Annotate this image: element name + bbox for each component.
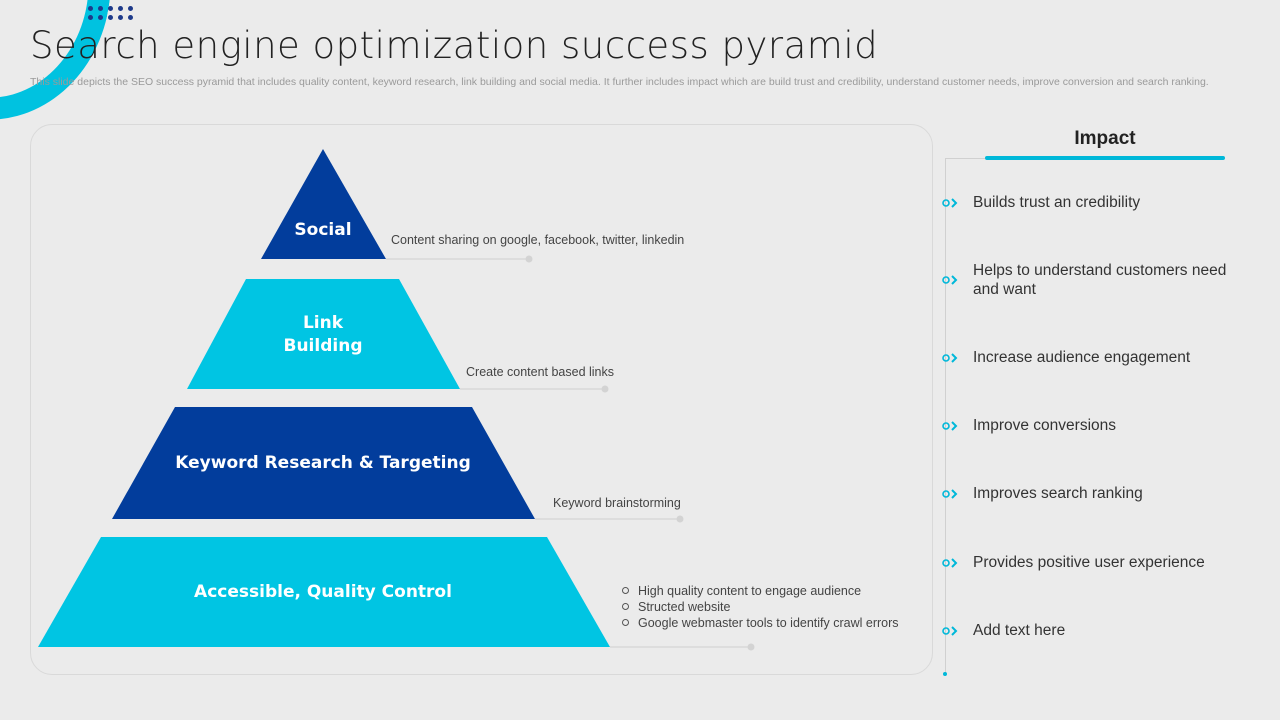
impact-item-label: Helps to understand customers need and w… [973,262,1227,298]
connector-quality-dot [747,643,755,651]
impact-item: Add text here [942,621,1262,640]
connector-social-dot [525,255,533,263]
connector-link-dot [601,385,609,393]
chevron-right-icon [942,419,960,433]
impact-item-label: Builds trust an credibility [973,194,1141,211]
tier-keyword-label: Keyword Research & Targeting [175,453,471,473]
impact-item: Improves search ranking [942,484,1262,503]
impact-item: Increase audience engagement [942,348,1262,367]
slide-title: Search engine optimization success pyram… [30,24,879,67]
tier-link-building-shape [187,279,460,389]
chevron-right-icon [942,196,960,210]
impact-item-label: Provides positive user experience [973,554,1205,571]
impact-item: Builds trust an credibility [942,193,1262,212]
tier-quality-bullets: High quality content to engage audience … [620,583,899,631]
pyramid-panel [30,124,933,675]
tier-social-shape [261,149,386,259]
tier-keyword-shape [112,407,535,519]
tier-social-description: Content sharing on google, facebook, twi… [391,233,685,247]
impact-item: Helps to understand customers need and w… [942,261,1262,299]
impact-item: Improve conversions [942,416,1262,435]
chevron-right-icon [942,273,960,287]
chevron-right-icon [942,487,960,501]
tier-social-label: Social [294,220,352,240]
list-item: Structed website [620,599,899,615]
chevron-right-icon [942,624,960,638]
impact-item-label: Improve conversions [973,417,1117,434]
tier-link-building-description: Create content based links [466,365,615,379]
tier-quality-shape [38,537,610,647]
decorative-dots [88,6,133,20]
tier-link-building-label: Link Building [283,313,363,356]
impact-heading-connector [945,158,985,159]
tier-keyword-description: Keyword brainstorming [553,496,681,510]
impact-underline [985,156,1225,160]
connector-keyword-dot [676,515,684,523]
impact-timeline-line [945,158,946,676]
impact-timeline-end-dot [943,672,947,676]
list-item: Google webmaster tools to identify crawl… [620,615,899,631]
impact-item-label: Increase audience engagement [973,349,1191,366]
impact-item: Provides positive user experience [942,553,1262,572]
slide-subtitle: This slide depicts the SEO success pyram… [30,76,1209,88]
chevron-right-icon [942,351,960,365]
impact-item-label: Add text here [973,622,1066,639]
impact-heading: Impact [1074,128,1136,149]
seo-pyramid [38,149,755,651]
list-item: High quality content to engage audience [620,583,899,599]
impact-item-label: Improves search ranking [973,485,1143,502]
chevron-right-icon [942,556,960,570]
tier-quality-label: Accessible, Quality Control [194,582,452,602]
